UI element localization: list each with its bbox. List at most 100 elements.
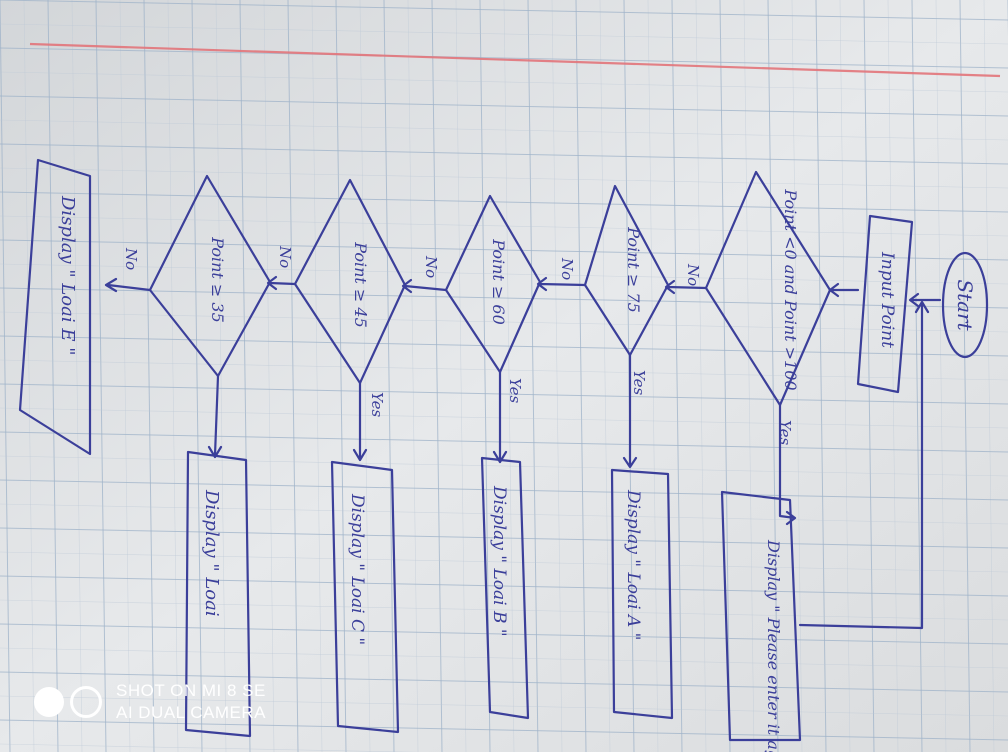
loop-back-arrow: [798, 300, 930, 630]
decision-2-label: Point ≥ 75: [624, 226, 643, 313]
arrow-no-3: [401, 278, 448, 294]
grid-line-vertical: [719, 0, 731, 752]
output-loai-a: Display " Loai A ": [610, 468, 674, 720]
arrow-no-4: [266, 275, 297, 291]
grid-line-horizontal: [0, 239, 1008, 261]
output-3-shape: [480, 456, 530, 720]
watermark-line2: AI DUAL CAMERA: [116, 703, 266, 722]
grid-line-vertical: [287, 0, 299, 752]
grid-line-vertical: [359, 0, 371, 752]
grid-line-vertical: [935, 0, 947, 752]
grid-line-vertical: [671, 0, 683, 752]
watermark-dot-icon: [34, 687, 64, 717]
grid-line-vertical: [551, 0, 563, 752]
grid-line-vertical: [0, 0, 11, 752]
grid-line-horizontal: [0, 311, 1008, 333]
grid-line-vertical: [407, 0, 419, 752]
grid-line-horizontal: [0, 23, 1008, 45]
output-5-shape: [184, 450, 252, 738]
grid-line-horizontal: [0, 287, 1008, 309]
grid-line-vertical: [527, 0, 539, 752]
input-label: Input Point: [877, 251, 897, 348]
grid-line-vertical: [71, 0, 83, 752]
grid-line-vertical: [575, 0, 587, 752]
decision-1-label: Point <0 and Point >100: [781, 188, 800, 390]
grid-line-vertical: [695, 0, 707, 752]
decision-3-label: Point ≥ 60: [489, 238, 508, 325]
grid-line-vertical: [23, 0, 35, 752]
output-1-shape: [720, 490, 802, 742]
watermark-text: SHOT ON MI 8 SE AI DUAL CAMERA: [116, 680, 266, 724]
input-parallelogram: [856, 214, 914, 394]
grid-line-horizontal: [0, 95, 1008, 117]
grid-line-horizontal: [0, 623, 1008, 645]
flowchart: Start Input Point Point <0 and Point >10…: [18, 158, 989, 752]
grid-line-horizontal: [0, 215, 1008, 237]
arrow-no-5: [104, 277, 152, 293]
grid-line-horizontal: [0, 431, 1008, 453]
output-loai-d: Display " Loai: [184, 450, 252, 738]
grid-line-vertical: [959, 0, 971, 752]
grid-line-vertical: [983, 0, 995, 752]
output-please-enter: Display " Please enter it again: [720, 490, 802, 752]
output-2-shape: [610, 468, 674, 720]
arrow-no-1: [664, 279, 708, 295]
grid-line-vertical: [191, 0, 203, 752]
arrow-yes-3: [492, 370, 508, 464]
grid-line-horizontal: [0, 575, 1008, 597]
grid-line-vertical: [599, 0, 611, 752]
grid-line-horizontal: [0, 743, 419, 752]
grid-line-vertical: [311, 0, 323, 752]
grid-line-horizontal: [0, 599, 1008, 621]
start-oval: [941, 251, 989, 359]
grid-line-vertical: [335, 0, 347, 752]
grid-line-horizontal: [0, 47, 1008, 69]
grid-line-vertical: [47, 0, 59, 752]
grid-line-horizontal: [0, 167, 1008, 189]
grid-line-horizontal: [0, 191, 1008, 213]
grid-line-horizontal: [0, 407, 1008, 429]
output-loai-b: Display " Loai B ": [480, 456, 530, 720]
grid-line-horizontal: [0, 383, 1008, 405]
arrow-yes-2: [622, 353, 638, 469]
output-4-label: Display " Loai C ": [347, 493, 367, 645]
grid-line-horizontal: [0, 455, 1008, 477]
output-6-label: Display " Loai E ": [57, 195, 78, 355]
grid-line-vertical: [455, 0, 467, 752]
no-label-5: No: [122, 247, 140, 270]
yes-label-4: Yes: [368, 392, 386, 417]
grid-line-horizontal: [0, 0, 1008, 21]
grid-line-horizontal: [0, 719, 1008, 741]
grid-line-horizontal: [0, 647, 1008, 669]
grid-line-vertical: [743, 0, 755, 752]
watermark-line1: SHOT ON MI 8 SE: [116, 681, 266, 700]
output-1-label: Display " Please enter it again: [764, 539, 783, 752]
yes-label-1: Yes: [776, 420, 794, 445]
camera-watermark: SHOT ON MI 8 SE AI DUAL CAMERA: [34, 676, 266, 728]
output-4-shape: [330, 460, 400, 734]
grid-line-vertical: [767, 0, 779, 752]
output-2-label: Display " Loai A ": [623, 489, 643, 640]
grid-line-horizontal: [0, 359, 1008, 381]
grid-line-vertical: [503, 0, 515, 752]
grid-line-horizontal: [0, 263, 1008, 285]
grid-line-horizontal: [0, 71, 1008, 93]
grid-line-horizontal: [0, 527, 1008, 549]
output-loai-e: Display " Loai E ": [18, 158, 92, 456]
grid-line-vertical: [167, 0, 179, 752]
arrow-yes-4: [352, 381, 368, 462]
yes-label-3: Yes: [506, 378, 524, 403]
no-label-1: No: [684, 263, 702, 286]
start-terminator: Start: [941, 251, 989, 359]
grid-line-horizontal: [0, 551, 1008, 573]
output-loai-c: Display " Loai C ": [330, 460, 400, 734]
margin-line: [29, 42, 1001, 78]
grid-line-horizontal: [0, 695, 1008, 717]
grid-line-vertical: [647, 0, 659, 752]
output-6-shape: [18, 158, 92, 456]
grid-line-vertical: [215, 0, 227, 752]
input-node: Input Point: [856, 214, 914, 394]
grid-line-horizontal: [0, 143, 1008, 165]
